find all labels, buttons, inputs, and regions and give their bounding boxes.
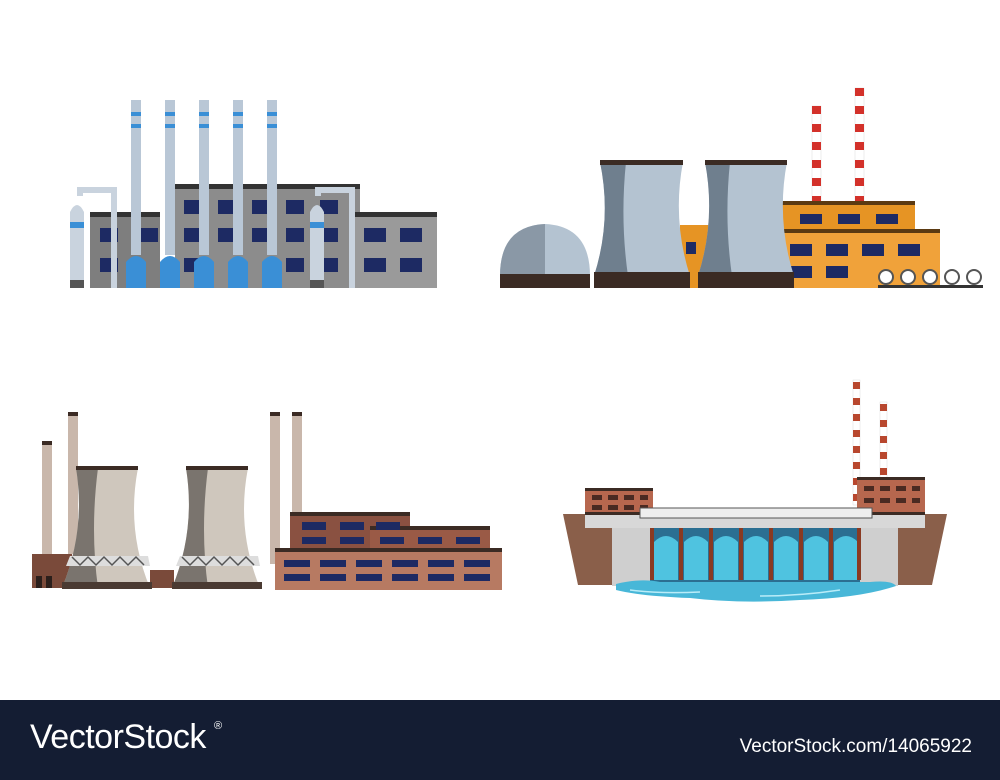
footer-bar: VectorStock ® VectorStock.com/14065922 [0, 700, 1000, 780]
power-plants-illustration [32, 87, 983, 602]
factory-with-smokestacks [70, 100, 437, 288]
hydroelectric-dam [563, 379, 947, 602]
registered-mark: ® [214, 720, 223, 732]
thermal-power-plant [32, 412, 502, 590]
brand-logo: VectorStock [30, 718, 206, 756]
nuclear-power-plant [500, 87, 983, 288]
image-credit: VectorStock.com/14065922 [739, 736, 972, 757]
